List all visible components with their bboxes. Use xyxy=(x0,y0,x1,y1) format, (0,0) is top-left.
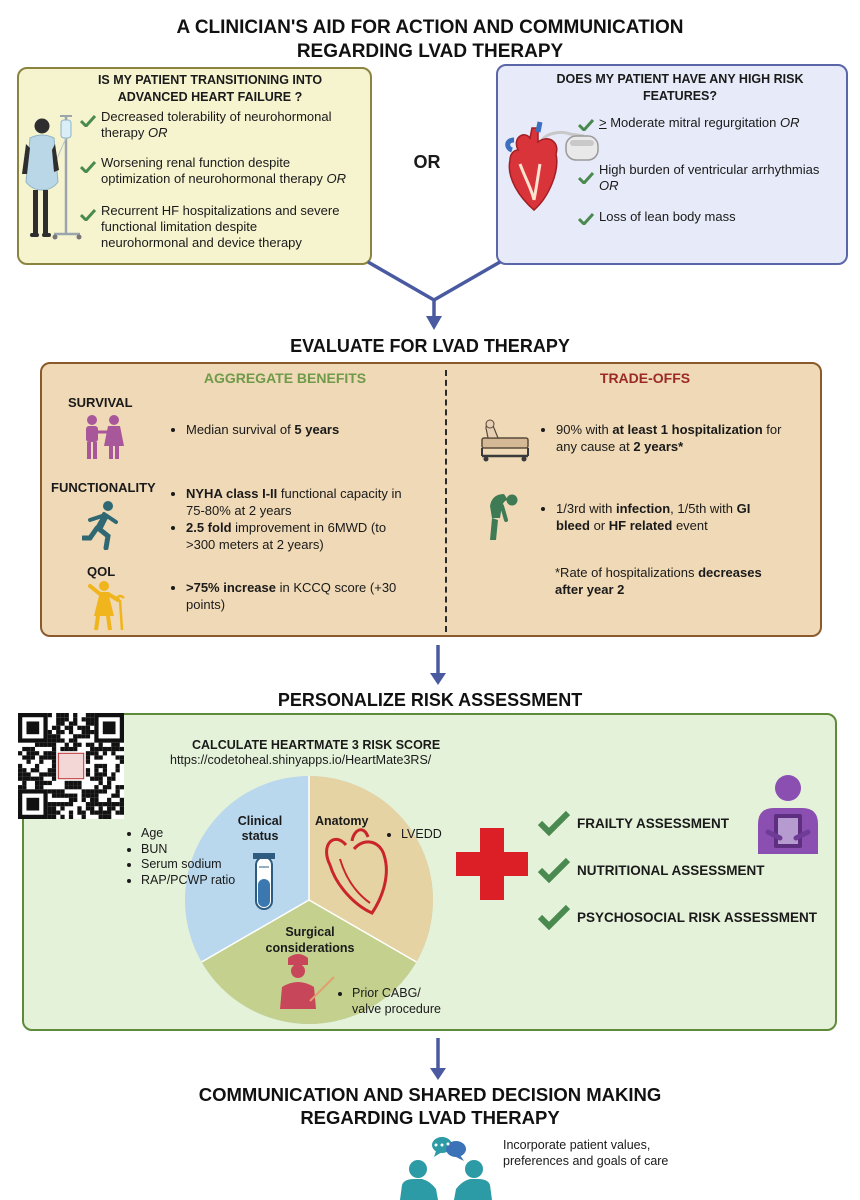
evaluate-divider xyxy=(445,370,447,632)
dancer-icon xyxy=(88,581,125,631)
calc-url[interactable]: https://codetoheal.shinyapps.io/HeartMat… xyxy=(170,753,432,767)
heart-anatomy-icon xyxy=(325,828,388,915)
couple-icon xyxy=(86,415,124,459)
nutritional-assessment: NUTRITIONAL ASSESSMENT xyxy=(537,857,765,883)
surgeon-icon xyxy=(280,954,316,1009)
check-icon xyxy=(537,904,571,930)
hospital-bed-icon xyxy=(481,419,529,462)
survival-list: Median survival of 5 years xyxy=(170,421,440,438)
personalize-box xyxy=(22,713,837,1031)
communication-title: COMMUNICATION AND SHARED DECISION MAKING… xyxy=(198,1084,662,1128)
high-risk-item-2: High burden of ventricular arrhythmias O… xyxy=(578,162,843,194)
high-risk-item-1: > Moderate mitral regurgitation OR xyxy=(578,115,843,131)
survival-label: SURVIVAL xyxy=(68,395,133,410)
runner-icon xyxy=(82,501,118,550)
advanced-hf-item-2: Worsening renal function despite optimiz… xyxy=(80,155,370,187)
red-cross-icon xyxy=(456,828,528,900)
qr-code-icon[interactable] xyxy=(18,713,124,819)
page-title-line2: REGARDING LVAD THERAPY xyxy=(296,41,564,62)
check-icon xyxy=(80,115,96,127)
advanced-hf-question: IS MY PATIENT TRANSITIONING INTO ADVANCE… xyxy=(97,73,323,104)
calc-title: CALCULATE HEARTMATE 3 RISK SCORE xyxy=(192,738,441,752)
advanced-hf-box xyxy=(17,67,372,265)
sick-person-icon xyxy=(490,494,518,540)
merge-arrow xyxy=(367,260,501,330)
page-title: A CLINICIAN'S AID FOR ACTION AND COMMUNI… xyxy=(0,16,860,64)
down-arrow-2 xyxy=(430,645,446,685)
clinical-items: Age BUN Serum sodium RAP/PCWP ratio xyxy=(125,826,275,888)
heart-lvad-icon xyxy=(505,121,599,211)
pie-slice-anatomy xyxy=(309,776,434,962)
or-label: OR xyxy=(413,152,441,172)
hospitalization-list: 90% with at least 1 hospitalization fora… xyxy=(540,421,810,455)
tradeoffs-heading: TRADE-OFFS xyxy=(599,370,691,386)
check-icon xyxy=(80,209,96,221)
qol-label: QOL xyxy=(87,564,116,579)
high-risk-item-3: Loss of lean body mass xyxy=(578,209,843,225)
check-icon xyxy=(80,161,96,173)
conversation-icon xyxy=(400,1137,492,1200)
frailty-assessment: FRAILTY ASSESSMENT xyxy=(537,810,729,836)
advanced-hf-item-3: Recurrent HF hospitalizations and severe… xyxy=(80,203,370,251)
anatomy-label: Anatomy xyxy=(315,814,369,828)
communication-text: Incorporate patient values, preferences … xyxy=(503,1138,669,1168)
functionality-label: FUNCTIONALITY xyxy=(51,480,156,495)
personalize-title: PERSONALIZE RISK ASSESSMENT xyxy=(277,690,583,710)
check-icon xyxy=(537,857,571,883)
check-icon xyxy=(578,119,594,131)
check-icon xyxy=(537,810,571,836)
advanced-hf-item-1: Decreased tolerability of neurohormonal … xyxy=(80,109,370,141)
anatomy-items: LVEDD xyxy=(385,826,485,843)
psychosocial-assessment: PSYCHOSOCIAL RISK ASSESSMENT xyxy=(537,904,817,930)
down-arrow-3 xyxy=(430,1038,446,1080)
page-title-line1: A CLINICIAN'S AID FOR ACTION AND COMMUNI… xyxy=(176,17,684,38)
functionality-list: NYHA class I-II functional capacity in75… xyxy=(170,485,440,553)
patient-iv-pole-icon xyxy=(22,115,82,240)
check-icon xyxy=(578,213,594,225)
benefits-heading: AGGREGATE BENEFITS xyxy=(203,370,367,386)
test-tube-icon xyxy=(253,853,275,910)
infection-list: 1/3rd with infection, 1/5th with GIbleed… xyxy=(540,500,810,534)
high-risk-question: DOES MY PATIENT HAVE ANY HIGH RISK FEATU… xyxy=(556,72,804,103)
risk-pie xyxy=(185,776,434,1025)
evaluate-box xyxy=(40,362,822,637)
assessor-icon xyxy=(758,775,818,854)
high-risk-box xyxy=(496,64,848,265)
surgical-items: Prior CABG/valve procedure xyxy=(336,986,486,1017)
check-icon xyxy=(578,172,594,184)
evaluate-title: EVALUATE FOR LVAD THERAPY xyxy=(290,336,570,356)
